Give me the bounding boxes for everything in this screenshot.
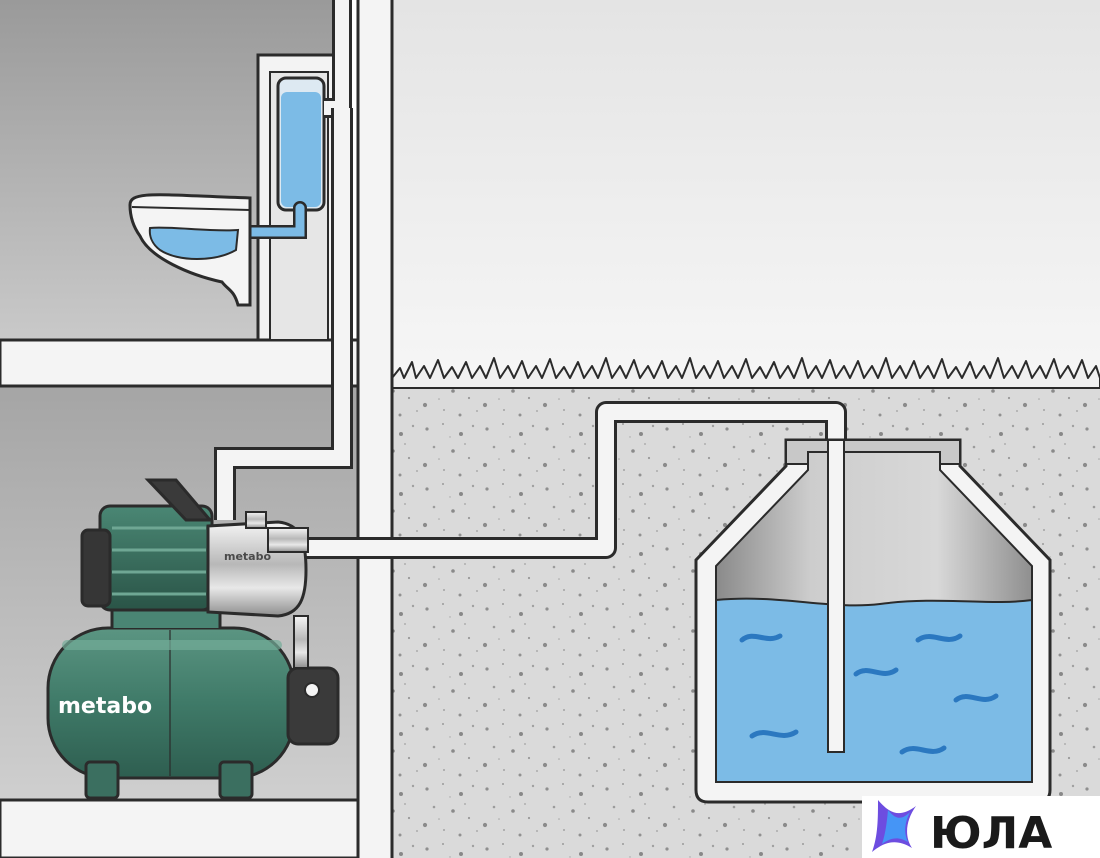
basement-floor bbox=[0, 798, 394, 858]
sky-background bbox=[392, 0, 1100, 378]
flush-pipe-fill bbox=[235, 203, 305, 237]
pump-unit bbox=[46, 478, 340, 800]
grass-line bbox=[391, 357, 1100, 389]
house-supply-pipe-fill bbox=[217, 108, 350, 520]
toilet-rim bbox=[131, 206, 251, 211]
pump-handle bbox=[144, 478, 214, 522]
toilet-water bbox=[148, 226, 240, 260]
tank-foot-left bbox=[84, 760, 120, 800]
watermark: ЮЛА bbox=[862, 796, 1100, 858]
tank-foot-right bbox=[218, 760, 254, 800]
floor-slab bbox=[0, 338, 362, 388]
pressure-switch bbox=[286, 666, 340, 746]
tank-water bbox=[715, 597, 1033, 783]
motor-end-cap bbox=[80, 528, 112, 608]
watermark-text: ЮЛА bbox=[930, 808, 1052, 858]
tank-brand-label: metabo bbox=[58, 694, 152, 719]
exterior-wall bbox=[356, 0, 394, 858]
cistern-water bbox=[281, 92, 321, 207]
housing-brand-label: metabo bbox=[224, 550, 271, 563]
